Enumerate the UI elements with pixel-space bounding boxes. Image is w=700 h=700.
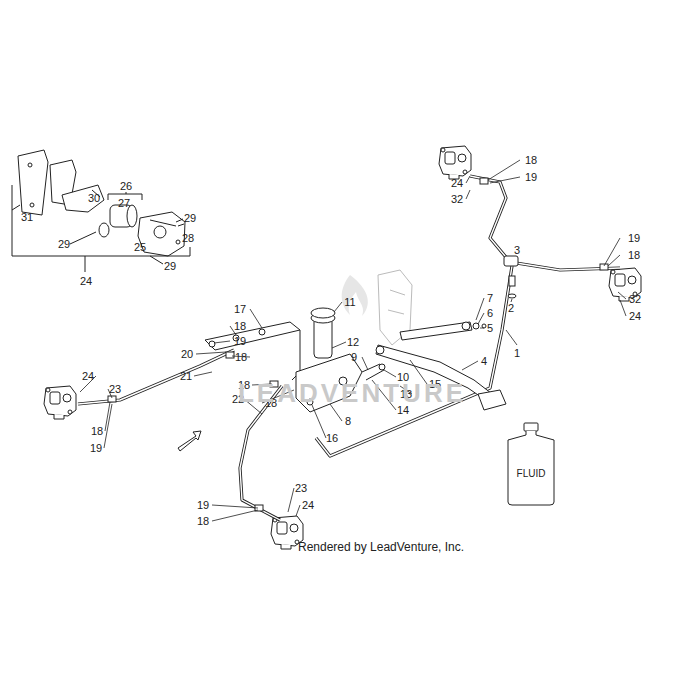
callout-number: 2: [508, 303, 514, 314]
callout-number: 8: [345, 416, 351, 427]
callout-number: 4: [481, 356, 487, 367]
callout-number: 9: [351, 352, 357, 363]
callout-number: 6: [487, 308, 493, 319]
callout-number: 18: [235, 352, 247, 363]
callout-number: 18: [197, 516, 209, 527]
callout-number: 29: [184, 213, 196, 224]
callout-number: 24: [82, 371, 94, 382]
callout-number: 18: [91, 426, 103, 437]
callout-number: 1: [514, 348, 520, 359]
callout-number: 31: [21, 212, 33, 223]
callout-number: 24: [629, 311, 641, 322]
callout-number: 16: [326, 433, 338, 444]
callout-number: 18: [628, 250, 640, 261]
callout-number: 19: [525, 172, 537, 183]
callout-number: 20: [181, 349, 193, 360]
callout-number: 19: [628, 233, 640, 244]
callout-number: 19: [234, 336, 246, 347]
callout-number: 23: [109, 384, 121, 395]
callout-number: 21: [180, 371, 192, 382]
callout-number: 29: [164, 261, 176, 272]
bottle-label: FLUID: [506, 468, 556, 479]
callout-number: 32: [629, 294, 641, 305]
callout-number: 29: [58, 239, 70, 250]
callout-number: 30: [88, 193, 100, 204]
callout-number: 19: [197, 500, 209, 511]
callout-number: 24: [451, 178, 463, 189]
callout-number: 18: [525, 155, 537, 166]
callout-number: 7: [487, 293, 493, 304]
callout-number: 24: [302, 500, 314, 511]
callout-number: 23: [295, 483, 307, 494]
callout-number: 12: [347, 337, 359, 348]
callout-number: 19: [90, 443, 102, 454]
callout-number: 25: [134, 242, 146, 253]
callout-number: 11: [344, 297, 355, 308]
callout-number: 17: [234, 304, 246, 315]
callout-number: 24: [80, 276, 92, 287]
callout-number: 5: [487, 323, 493, 334]
callout-number: 32: [451, 194, 463, 205]
callout-number: 18: [234, 321, 246, 332]
callout-number: 3: [514, 245, 520, 256]
watermark: LEADVENTURE: [238, 378, 466, 409]
caption: Rendered by LeadVenture, Inc.: [298, 540, 464, 554]
callout-number: 28: [182, 233, 194, 244]
callout-number: 27: [118, 198, 130, 209]
fluid-bottle: FLUID: [506, 422, 556, 506]
callout-number: 26: [120, 181, 132, 192]
bottle-outline: [506, 422, 556, 506]
